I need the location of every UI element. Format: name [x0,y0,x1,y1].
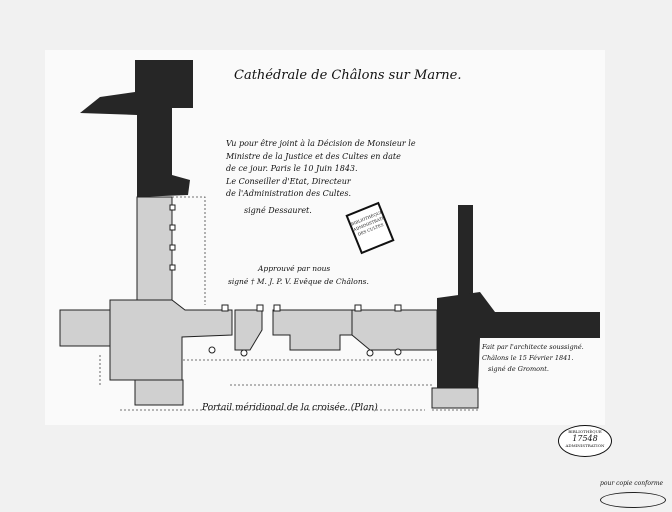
stamp-bottom-text: ADMINISTRATION [565,443,605,448]
signature-flourish [600,492,666,508]
note-line: Ministre de la Justice et des Cultes en … [226,151,401,161]
stamp-number: 17548 [572,434,598,443]
drawing-title: Cathédrale de Châlons sur Marne. [234,68,462,83]
dark-masonry [80,60,600,388]
note-line: Vu pour être joint à la Décision de Mons… [226,139,416,148]
bishop-signature: signé † M. J. P. V. Evêque de Châlons. [228,277,369,286]
signature-dessauret: signé Dessauret. [244,205,312,215]
architect-note: Fait par l'architecte soussigné. Châlons… [482,342,584,375]
light-masonry [59,196,479,409]
dimension-lines [99,196,478,411]
note-line: signé de Gromont. [488,365,549,373]
bishop-approval: Approuvé par nous [258,264,331,273]
oval-stamp: BIBLIOTHÈQUE 17548 ADMINISTRATION [558,425,612,457]
note-line: Châlons le 15 Février 1841. [482,354,574,362]
note-line: Fait par l'architecte soussigné. [482,343,584,351]
note-line: Le Conseiller d'Etat, Directeur [226,176,351,186]
note-line: de ce jour. Paris le 10 Juin 1843. [226,164,358,173]
column-bases [169,204,402,357]
stamp-top-text: BIBLIOTHÈQUE [568,429,602,434]
note-line: de l'Administration des Cultes. [226,189,352,198]
plan-caption: Portail méridional de la croisée. (Plan) [202,403,378,413]
approval-note: Vu pour être joint à la Décision de Mons… [226,138,416,217]
copy-note: pour copie conforme [600,480,664,487]
